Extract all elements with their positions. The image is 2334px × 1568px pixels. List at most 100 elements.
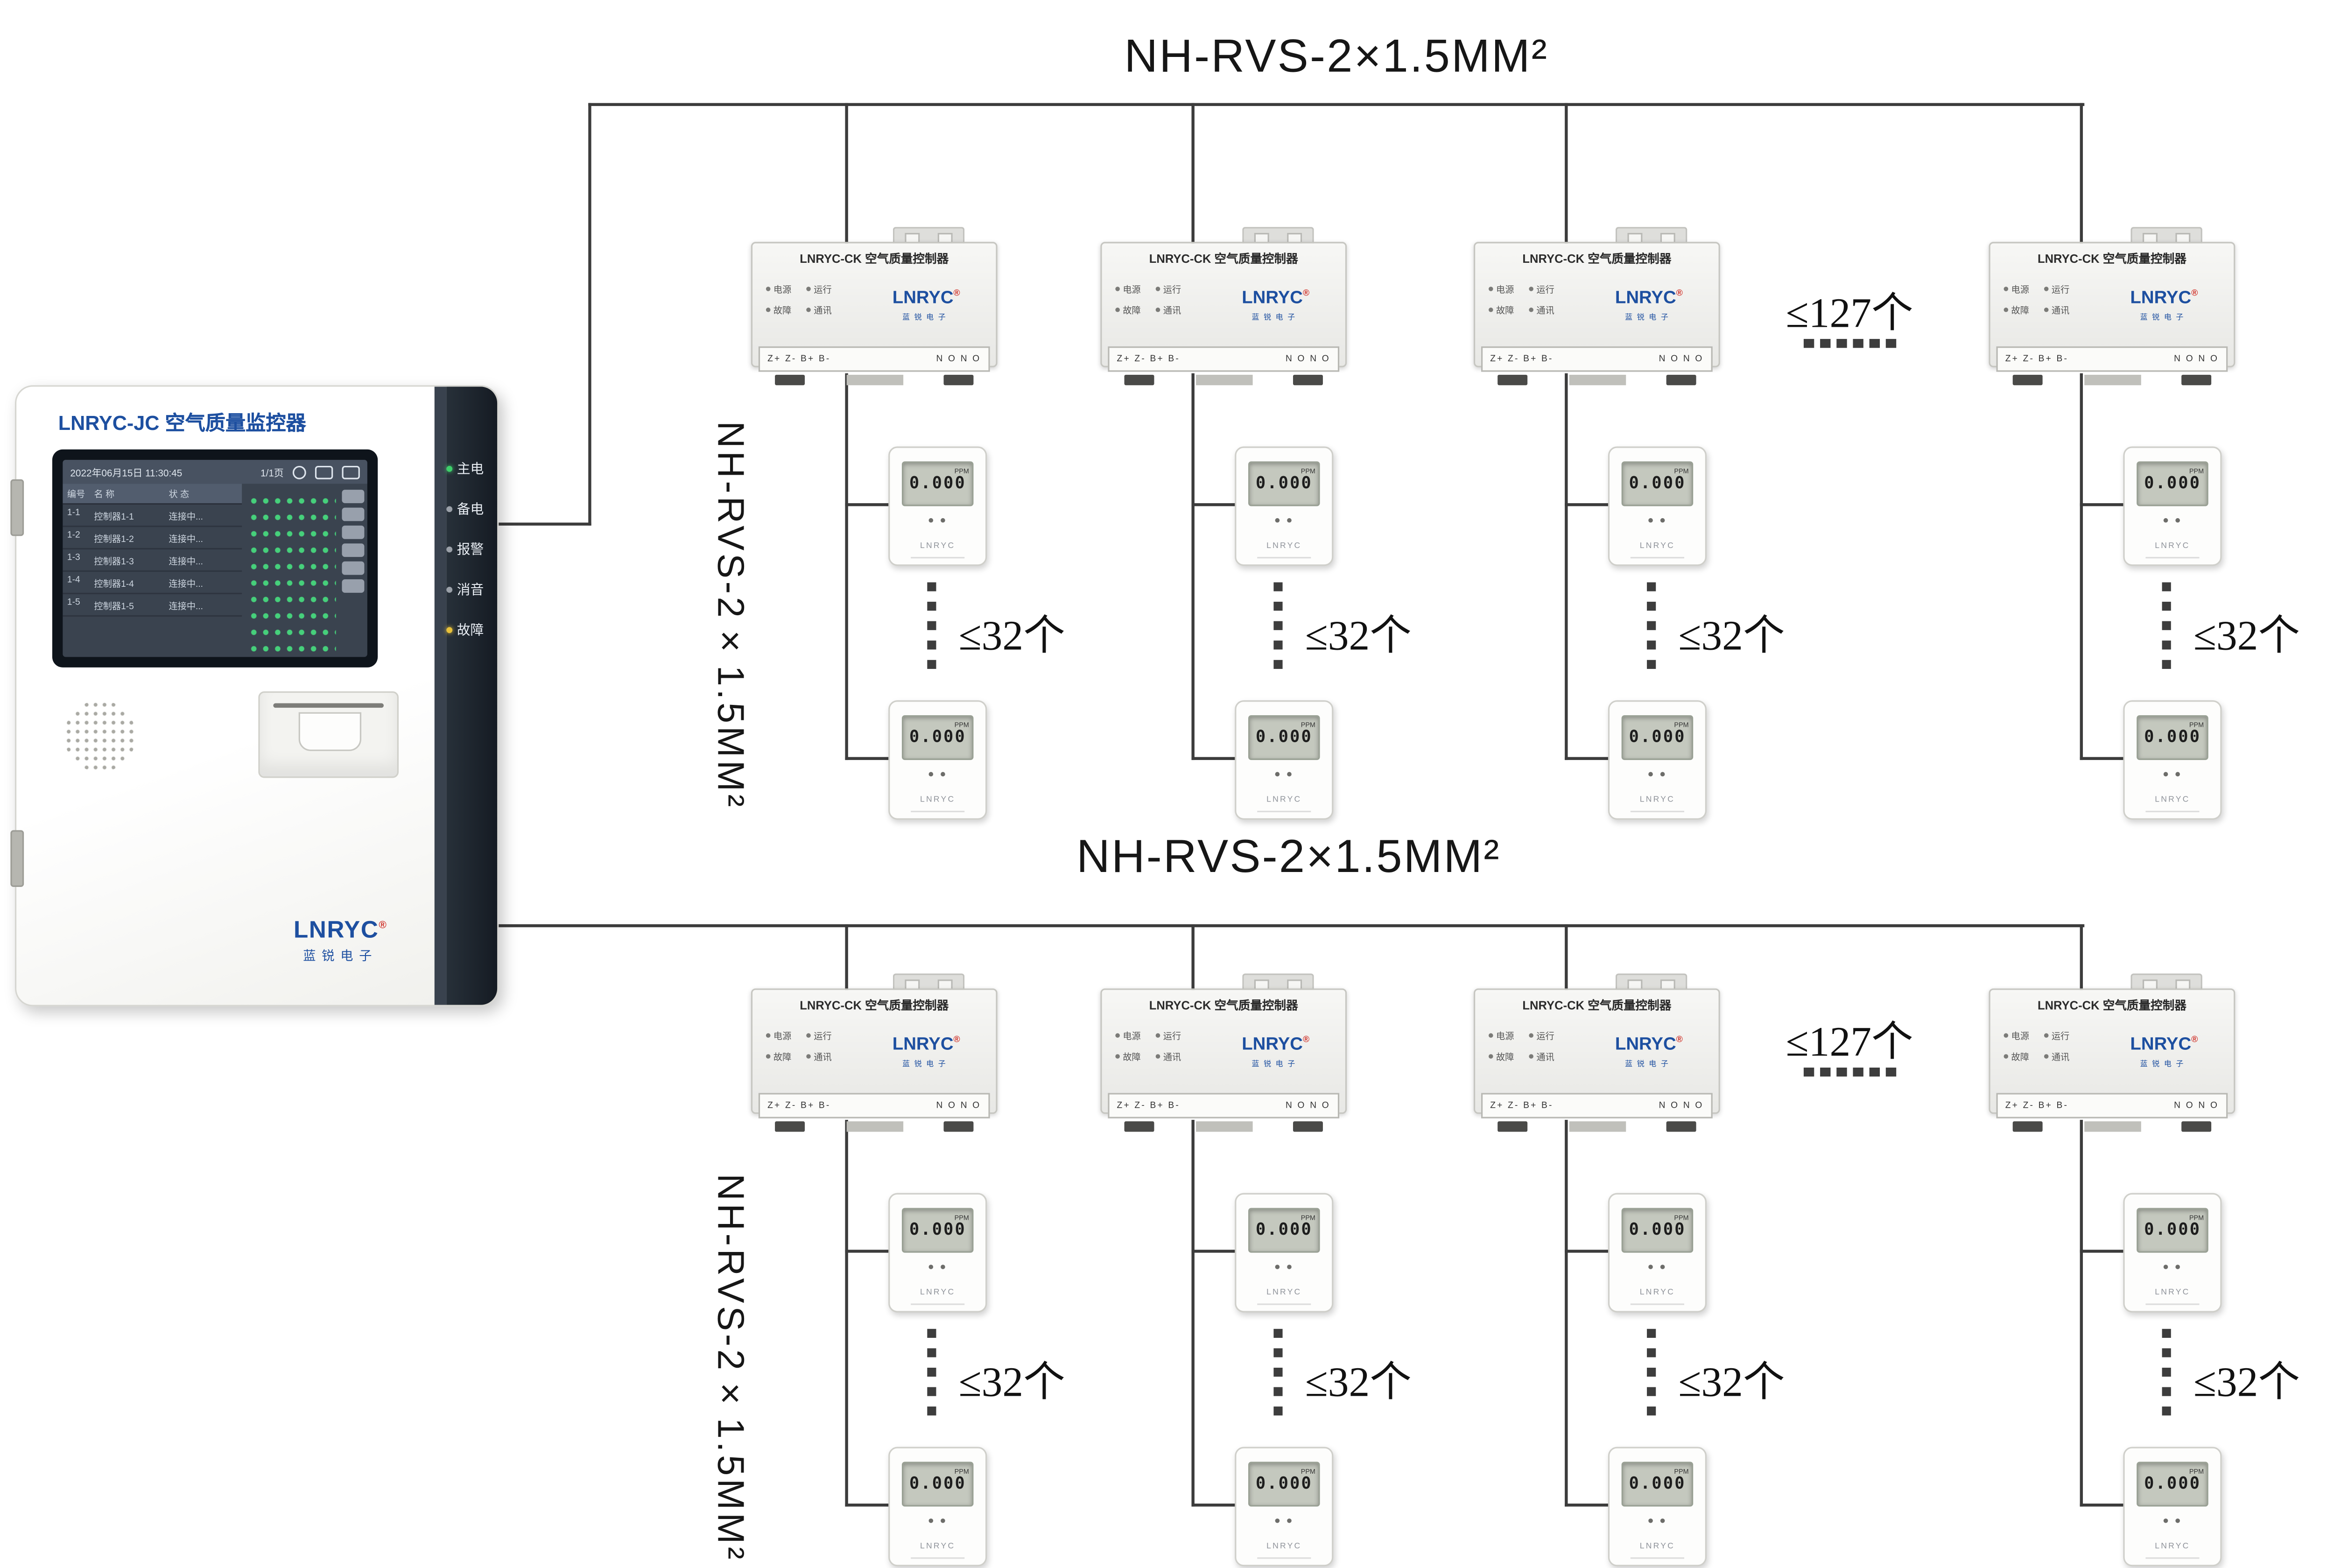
led-label: 运行 <box>814 287 832 296</box>
controller-status-leds: 电源 运行 故障 通讯 <box>2004 282 2070 317</box>
controller-title: LNRYC-CK 空气质量控制器 <box>2037 998 2186 1013</box>
controller-title: LNRYC-CK 空气质量控制器 <box>800 998 949 1013</box>
max-sensors-label: ≤32个 <box>958 1360 1065 1407</box>
sensor-brand: LNRYC <box>1266 1542 1302 1552</box>
sensor-bus-wire <box>1565 373 1568 760</box>
max-sensors-label: ≤32个 <box>1678 1360 1785 1407</box>
led-dot-icon <box>1529 307 1534 312</box>
terminal-labels-left: Z+ Z- B+ B- <box>2005 354 2069 364</box>
sensor-stub-wire <box>845 1250 890 1253</box>
led-label: 运行 <box>1163 1033 1181 1042</box>
sensor-reading: 0.000 <box>909 1474 966 1493</box>
brand-logo: LNRYC® 蓝锐电子 <box>1242 284 1309 323</box>
led-dot-icon <box>1115 307 1120 312</box>
max-sensors-label: ≤32个 <box>1305 1360 1412 1407</box>
cell-name: 控制器1-4 <box>94 580 134 589</box>
cell-status: 连接中... <box>169 557 204 567</box>
bus-label-vertical-bottom: NH-RVS-2×1.5MM² <box>709 1174 751 1562</box>
sensor-reading: 0.000 <box>2144 473 2201 493</box>
sensor-reading: 0.000 <box>909 727 966 747</box>
sensor-unit: PPM <box>1674 1214 1689 1222</box>
led-dot-icon <box>1529 287 1534 291</box>
panel-side-strip <box>446 387 498 1005</box>
sensor-led-dots <box>1648 1265 1653 1269</box>
led-dot-icon <box>446 546 453 552</box>
controller-module: LNRYC-CK 空气质量控制器 电源 运行 故障 通讯 LNRYC® 蓝锐电子… <box>1474 973 1720 1132</box>
sensor-brand: LNRYC <box>920 542 956 551</box>
sensors-ellipsis <box>927 1329 936 1338</box>
led-dot-icon <box>806 1054 811 1059</box>
led-dot-icon <box>1155 287 1160 291</box>
monitor-status-leds: 主电 备电 报警 消音 故障 <box>446 458 496 639</box>
sensor-brand: LNRYC <box>1639 542 1675 551</box>
brand-subname: 蓝锐电子 <box>902 1060 950 1069</box>
controller-title: LNRYC-CK 空气质量控制器 <box>1522 252 1672 266</box>
controller-title: LNRYC-CK 空气质量控制器 <box>1522 998 1672 1013</box>
sensor-reading: 0.000 <box>2144 1474 2201 1493</box>
table-header-row: 编号 名 称 状 态 <box>63 484 242 505</box>
sensor-brand: LNRYC <box>920 795 956 805</box>
sensor-led-dots <box>1648 1518 1653 1523</box>
controller-module: LNRYC-CK 空气质量控制器 电源 运行 故障 通讯 LNRYC® 蓝锐电子… <box>1100 973 1347 1132</box>
sensor-stub-wire <box>845 757 890 760</box>
controller-title: LNRYC-CK 空气质量控制器 <box>1149 998 1298 1013</box>
sensor-bus-wire <box>845 1119 848 1507</box>
led-dot-icon <box>806 287 811 291</box>
controller-status-leds: 电源 运行 故障 通讯 <box>1489 282 1554 316</box>
sensor-brand: LNRYC <box>1639 795 1675 805</box>
led-label: 备电 <box>457 501 484 517</box>
sensor-reading: 0.000 <box>1256 1474 1313 1493</box>
controller-module: LNRYC-CK 空气质量控制器 电源 运行 故障 通讯 LNRYC® 蓝锐电子… <box>1989 227 2236 386</box>
panel-side-edge <box>434 387 447 1005</box>
sensor-unit: PPM <box>1301 1214 1315 1222</box>
brand-logo: LNRYC® 蓝锐电子 <box>893 284 960 323</box>
bus-wire-top <box>588 103 2085 106</box>
led-alarm: 报警 <box>446 539 496 559</box>
led-label: 运行 <box>1536 1033 1554 1042</box>
led-dot-icon <box>1115 287 1120 291</box>
brand-subname: 蓝锐电子 <box>1251 313 1300 323</box>
led-dot-icon <box>766 1033 771 1038</box>
terminal-labels-right: N O N O <box>2174 1101 2219 1111</box>
max-sensors-label: ≤32个 <box>2193 1360 2300 1407</box>
led-dot-icon <box>446 505 453 512</box>
thermal-printer <box>258 691 399 778</box>
sensor-unit: PPM <box>2189 721 2204 729</box>
controller-module: LNRYC-CK 空气质量控制器 电源 运行 故障 通讯 LNRYC® 蓝锐电子… <box>751 227 998 386</box>
led-label: 故障 <box>773 307 792 317</box>
led-label: 通讯 <box>2051 307 2070 317</box>
led-label: 运行 <box>2051 1033 2070 1042</box>
brand-logo: LNRYC® 蓝锐电子 <box>273 918 408 964</box>
sensor-led-dots <box>1275 1518 1280 1523</box>
brand-name: LNRYC <box>294 918 379 944</box>
registered-mark: ® <box>1303 1036 1310 1046</box>
controller-status-leds: 电源 运行 故障 通讯 <box>1489 1029 1554 1063</box>
main-monitor-panel: LNRYC-JC 空气质量监控器 2022年06月15日 11:30:45 1/… <box>10 385 499 1006</box>
sensor-led-dots <box>2163 1265 2168 1269</box>
back-icon <box>315 465 333 479</box>
sensor-unit: PPM <box>1674 467 1689 475</box>
terminal-labels-left: Z+ Z- B+ B- <box>767 1101 831 1111</box>
sensor-bus-wire <box>1191 1119 1195 1507</box>
sensor-stub-wire <box>845 503 890 506</box>
led-dot-icon <box>1529 1033 1534 1038</box>
led-dot-icon <box>766 307 771 312</box>
monitor-feed-horizontal-wire <box>494 522 591 526</box>
sensor-unit: PPM <box>1674 721 1689 729</box>
drop-wire <box>2080 924 2083 991</box>
sensor-led-dots <box>928 518 934 523</box>
sensor-stub-wire <box>1565 1503 1610 1507</box>
sensor-bus-wire <box>2080 373 2083 760</box>
